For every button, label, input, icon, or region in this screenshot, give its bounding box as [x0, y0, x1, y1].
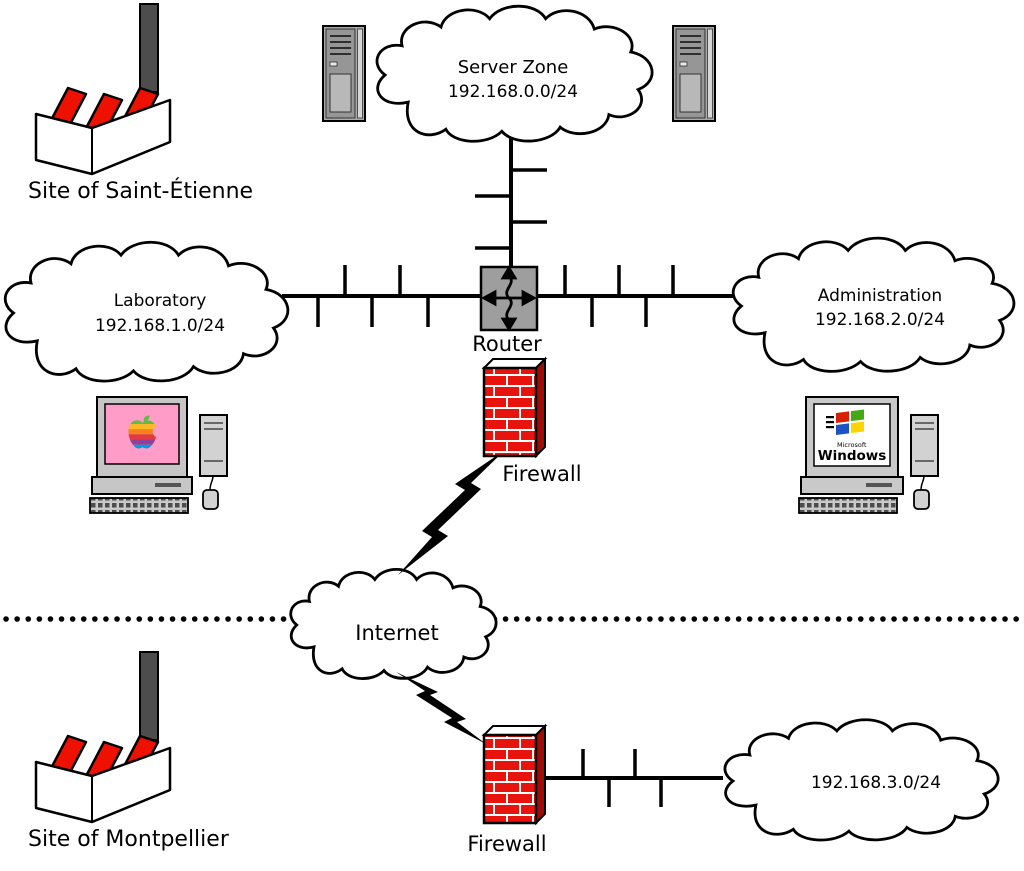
wan-link-bolt-bottom — [396, 672, 486, 744]
ethernet-bus-montpellier — [530, 749, 723, 807]
firewall-main-label: Firewall — [502, 462, 581, 486]
firewall-montpellier-wall — [482, 733, 538, 825]
firewall-main: Firewall — [481, 356, 582, 486]
ethernet-bus-server-zone — [475, 134, 547, 270]
microsoft-brand-text: Microsoft — [837, 441, 867, 449]
administration-subnet: 192.168.2.0/24 — [815, 310, 945, 330]
firewall-main-wall — [482, 366, 538, 458]
factory-icon-montpellier — [34, 650, 172, 824]
server-tower-right — [672, 25, 716, 122]
laboratory-title: Laboratory — [114, 291, 207, 311]
mac-system-unit — [91, 476, 193, 495]
windows-workstation: Microsoft Windows — [798, 396, 939, 514]
mac-peripheral-tower — [199, 414, 228, 477]
wan-link-bolt-top — [398, 450, 505, 575]
apple-leaf-icon — [143, 415, 150, 422]
factory-icon-saint-etienne — [34, 2, 172, 176]
server-tower-left — [322, 25, 366, 122]
firewall-montpellier: Firewall — [467, 723, 548, 856]
windows-flag-logo-icon — [826, 409, 864, 435]
site-label-montpellier: Site of Montpellier — [28, 827, 230, 852]
windows-keyboard — [798, 497, 898, 514]
router-arrows-icon — [481, 265, 537, 332]
administration-title: Administration — [818, 286, 942, 306]
server-zone-title: Server Zone — [458, 57, 569, 78]
windows-peripheral-tower — [910, 414, 939, 477]
internet-label: Internet — [355, 621, 438, 645]
firewall-montpellier-label: Firewall — [467, 832, 546, 856]
cloud-laboratory — [3, 240, 290, 383]
firewall-montpellier-side — [535, 723, 546, 826]
laboratory-subnet: 192.168.1.0/24 — [95, 316, 225, 336]
firewall-main-side — [535, 356, 546, 459]
windows-mouse — [913, 489, 930, 510]
windows-product-text: Windows — [818, 448, 887, 464]
montpellier-lan-subnet: 192.168.3.0/24 — [811, 773, 941, 793]
windows-system-unit — [800, 476, 904, 495]
router-device: Router — [472, 265, 542, 356]
mac-keyboard — [89, 497, 189, 514]
site-label-saint-etienne: Site of Saint-Étienne — [28, 178, 253, 204]
router-label: Router — [472, 332, 542, 356]
mac-mouse — [202, 489, 219, 510]
mac-workstation — [89, 396, 228, 514]
server-zone-subnet: 192.168.0.0/24 — [448, 82, 578, 102]
